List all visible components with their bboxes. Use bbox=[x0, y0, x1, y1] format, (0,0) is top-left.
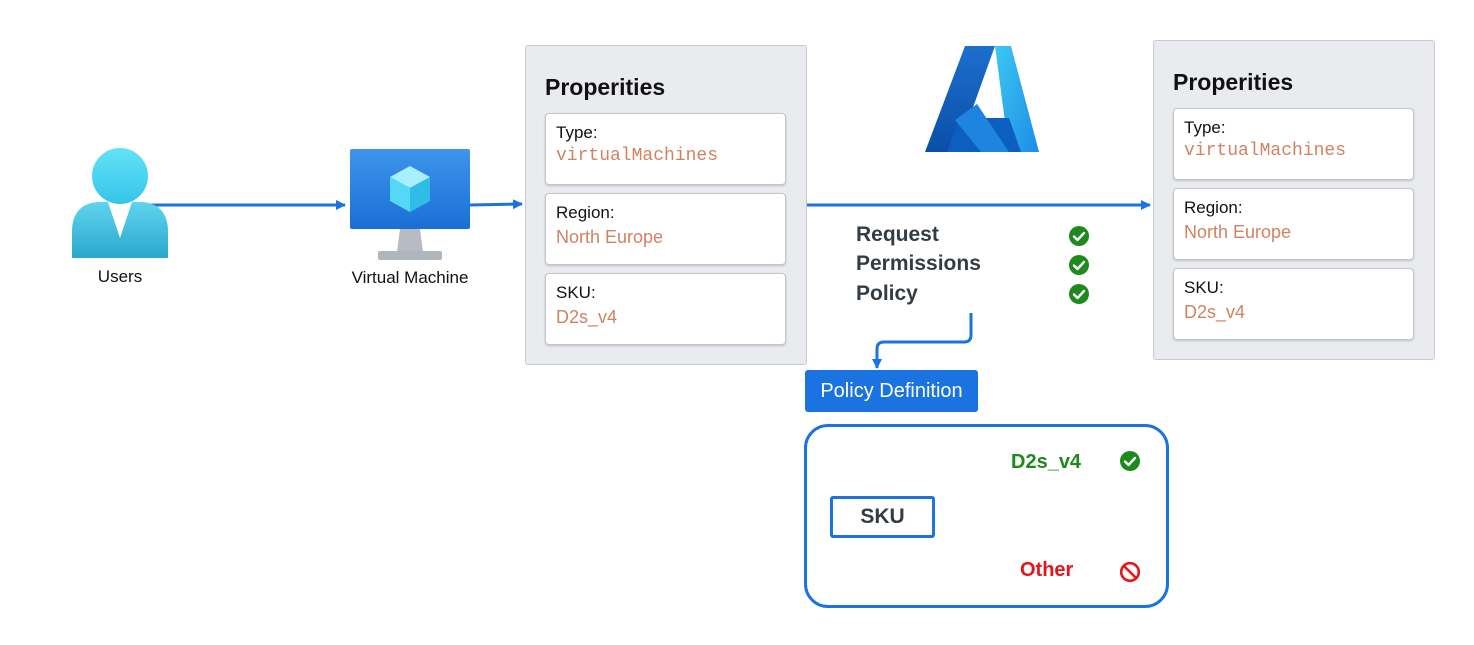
type-value: virtualMachines bbox=[556, 146, 719, 166]
block-icon bbox=[1119, 561, 1141, 583]
region-card: Region: North Europe bbox=[1173, 188, 1414, 260]
type-value: virtualMachines bbox=[1184, 141, 1347, 161]
check-icon bbox=[1120, 451, 1140, 471]
azure-logo bbox=[925, 46, 1039, 159]
users-label: Users bbox=[97, 267, 143, 286]
panel-title: Properities bbox=[1173, 69, 1294, 95]
check-permissions-label: Permissions bbox=[856, 252, 981, 275]
virtual-machine-icon bbox=[350, 149, 470, 266]
check-policy-label: Policy bbox=[856, 282, 918, 305]
check-icon bbox=[1069, 255, 1089, 275]
type-card: Type: virtualMachines bbox=[545, 113, 786, 185]
properties-panel-left: Properities Type: virtualMachines Region… bbox=[525, 45, 807, 365]
sku-value: D2s_v4 bbox=[1184, 302, 1246, 322]
sku-key: SKU: bbox=[1184, 278, 1224, 297]
properties-panel-right: Properities Type: virtualMachines Region… bbox=[1153, 40, 1435, 360]
arrow-vm-to-properties bbox=[469, 199, 523, 210]
virtual-machine-label: Virtual Machine bbox=[351, 268, 469, 287]
sku-card: SKU: D2s_v4 bbox=[545, 273, 786, 345]
region-value: North Europe bbox=[1184, 222, 1292, 242]
arrow-policy-to-definition bbox=[872, 313, 973, 369]
user-icon bbox=[68, 148, 172, 265]
type-key: Type: bbox=[1184, 118, 1226, 137]
sku-condition: SKU bbox=[830, 496, 935, 538]
type-key: Type: bbox=[556, 123, 598, 142]
check-icon bbox=[1069, 284, 1089, 304]
sku-key: SKU: bbox=[556, 283, 596, 302]
type-card: Type: virtualMachines bbox=[1173, 108, 1414, 180]
allowed-sku-label: D2s_v4 bbox=[1011, 451, 1082, 473]
check-request-label: Request bbox=[856, 223, 939, 246]
sku-card: SKU: D2s_v4 bbox=[1173, 268, 1414, 340]
region-key: Region: bbox=[1184, 198, 1243, 217]
policy-definition-label: Policy Definition bbox=[805, 370, 978, 412]
region-key: Region: bbox=[556, 203, 615, 222]
panel-title: Properities bbox=[545, 74, 666, 100]
check-icon bbox=[1069, 226, 1089, 246]
denied-sku-label: Other bbox=[1020, 559, 1074, 581]
region-value: North Europe bbox=[556, 227, 664, 247]
sku-value: D2s_v4 bbox=[556, 307, 618, 327]
region-card: Region: North Europe bbox=[545, 193, 786, 265]
